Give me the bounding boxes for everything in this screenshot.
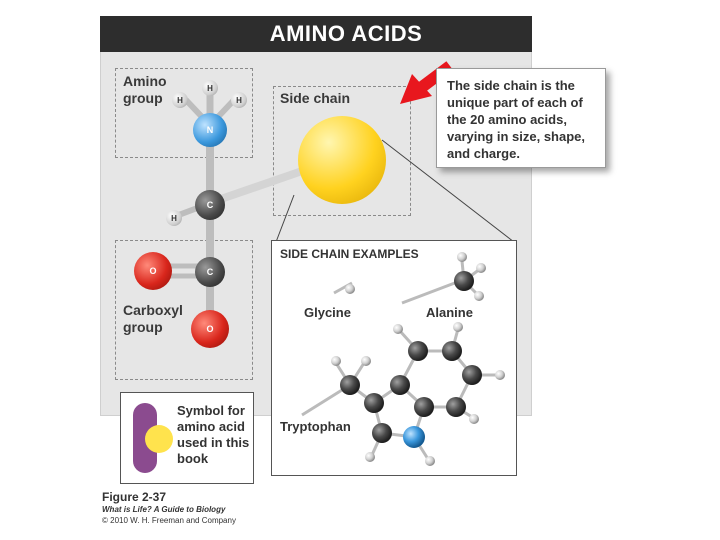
nitrogen-atom: N <box>193 113 227 147</box>
alpha-carbon-atom: C <box>195 190 225 220</box>
tryptophan-atoms <box>331 322 505 466</box>
hydrogen-atom-alpha: H <box>166 210 182 226</box>
amino-acid-symbol-sidechain <box>145 425 173 453</box>
caption-figure-number: Figure 2-37 <box>102 490 167 504</box>
side-chain-callout: The side chain is the unique part of eac… <box>436 68 606 168</box>
amino-group-box <box>115 68 253 158</box>
symbol-box: Symbol for amino acid used in this book <box>120 392 254 484</box>
oxygen-atom-double: O <box>134 252 172 290</box>
caption-copyright: © 2010 W. H. Freeman and Company <box>102 516 236 525</box>
oxygen-atom-hydroxyl: O <box>191 310 229 348</box>
hydrogen-atom-right: H <box>231 92 247 108</box>
carboxyl-group-box <box>115 240 253 380</box>
title-bar: AMINO ACIDS <box>100 16 532 52</box>
figure-title: AMINO ACIDS <box>269 21 423 46</box>
examples-title: SIDE CHAIN EXAMPLES <box>280 247 419 261</box>
alanine-label: Alanine <box>426 305 473 320</box>
side-chain-box <box>273 86 411 216</box>
hydrogen-atom-top: H <box>202 80 218 96</box>
hydrogen-atom-left: H <box>172 92 188 108</box>
pointer-line-left <box>275 194 295 243</box>
glycine-molecule <box>333 281 355 295</box>
carboxyl-group-label: Carboxyl group <box>123 302 183 335</box>
example-molecules <box>301 252 505 466</box>
caption-book-title: What is Life? A Guide to Biology <box>102 505 226 514</box>
alanine-molecule <box>401 252 486 305</box>
figure-caption: Figure 2-37 What is Life? A Guide to Bio… <box>102 490 236 526</box>
symbol-description: Symbol for amino acid used in this book <box>177 403 250 466</box>
tryptophan-label: Tryptophan <box>280 419 351 434</box>
pointer-line-right <box>381 139 515 243</box>
amino-group-label: Amino group <box>123 73 167 106</box>
side-chain-label: Side chain <box>280 90 351 106</box>
bond-ca-sidechain <box>216 166 307 204</box>
glycine-label: Glycine <box>304 305 351 320</box>
side-chain-sphere <box>298 116 386 204</box>
carboxyl-carbon-atom: C <box>195 257 225 287</box>
side-chain-examples-panel: SIDE CHAIN EXAMPLES Glycine Alanine Tryp… <box>271 240 517 476</box>
